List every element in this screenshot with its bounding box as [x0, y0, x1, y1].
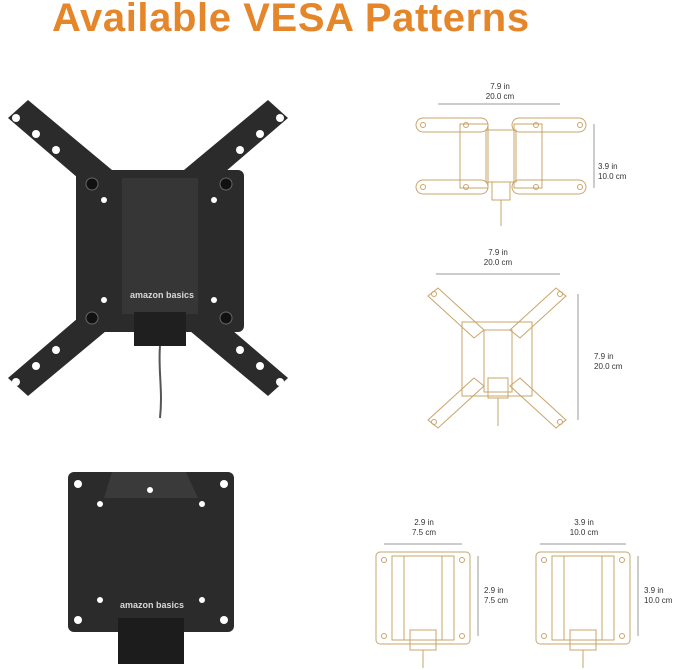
pattern-4-width-label: 3.9 in 10.0 cm [554, 518, 614, 538]
mount-lock-block [134, 312, 186, 346]
pattern-2-height-in: 7.9 in [594, 352, 614, 361]
pattern-2-width-label: 7.9 in 20.0 cm [468, 248, 528, 268]
pattern-3-height-in: 2.9 in [484, 586, 504, 595]
pattern-3-height-label: 2.9 in 7.5 cm [484, 586, 508, 606]
small-mount-lock-block [118, 618, 184, 664]
pattern-1-width-cm: 20.0 cm [485, 92, 515, 101]
pattern-1-width-label: 7.9 in 20.0 cm [470, 82, 530, 102]
small-mount-holes [74, 480, 228, 624]
pattern-1-height-cm: 10.0 cm [598, 172, 627, 181]
mount-center-channel [122, 178, 198, 314]
mount-release-cord [158, 345, 162, 419]
mount-arm-top-right [184, 100, 288, 190]
pattern-3-width-in: 2.9 in [414, 518, 434, 527]
pattern-4-height-label: 3.9 in 10.0 cm [644, 586, 672, 606]
mount-holes [12, 114, 284, 386]
pattern-4-height-cm: 10.0 cm [644, 596, 673, 605]
pattern-3-outline-diagram [375, 551, 471, 668]
pattern-3-height-cm: 7.5 cm [484, 596, 509, 605]
pattern-4-height-in: 3.9 in [644, 586, 664, 595]
brand-logo-small: amazon basics [120, 600, 184, 610]
small-mount-product-image [68, 472, 234, 664]
pattern-3-width-label: 2.9 in 7.5 cm [394, 518, 454, 538]
pattern-4-outline-diagram [535, 551, 631, 668]
page-title: Available VESA Patterns [52, 0, 530, 40]
pattern-2-width-cm: 20.0 cm [483, 258, 513, 267]
pattern-2-height-cm: 20.0 cm [594, 362, 623, 371]
pattern-4-width-in: 3.9 in [574, 518, 594, 527]
mount-arm-top-left [8, 100, 112, 190]
pattern-1-height-in: 3.9 in [598, 162, 618, 171]
pattern-1-width-in: 7.9 in [490, 82, 510, 91]
mount-screws [85, 177, 233, 325]
brand-logo-large: amazon basics [130, 290, 194, 300]
large-mount-product-image [8, 100, 288, 419]
pattern-1-height-label: 3.9 in 10.0 cm [598, 162, 626, 182]
pattern-3-width-cm: 7.5 cm [411, 528, 436, 537]
small-mount-top-bracket [104, 472, 198, 498]
pattern-2-width-in: 7.9 in [488, 248, 508, 257]
pattern-2-height-label: 7.9 in 20.0 cm [594, 352, 622, 372]
small-mount-plate [68, 472, 234, 632]
pattern-1-outline-diagram [415, 117, 587, 226]
pattern-2-outline-diagram [427, 287, 567, 429]
pattern-4-width-cm: 10.0 cm [569, 528, 599, 537]
